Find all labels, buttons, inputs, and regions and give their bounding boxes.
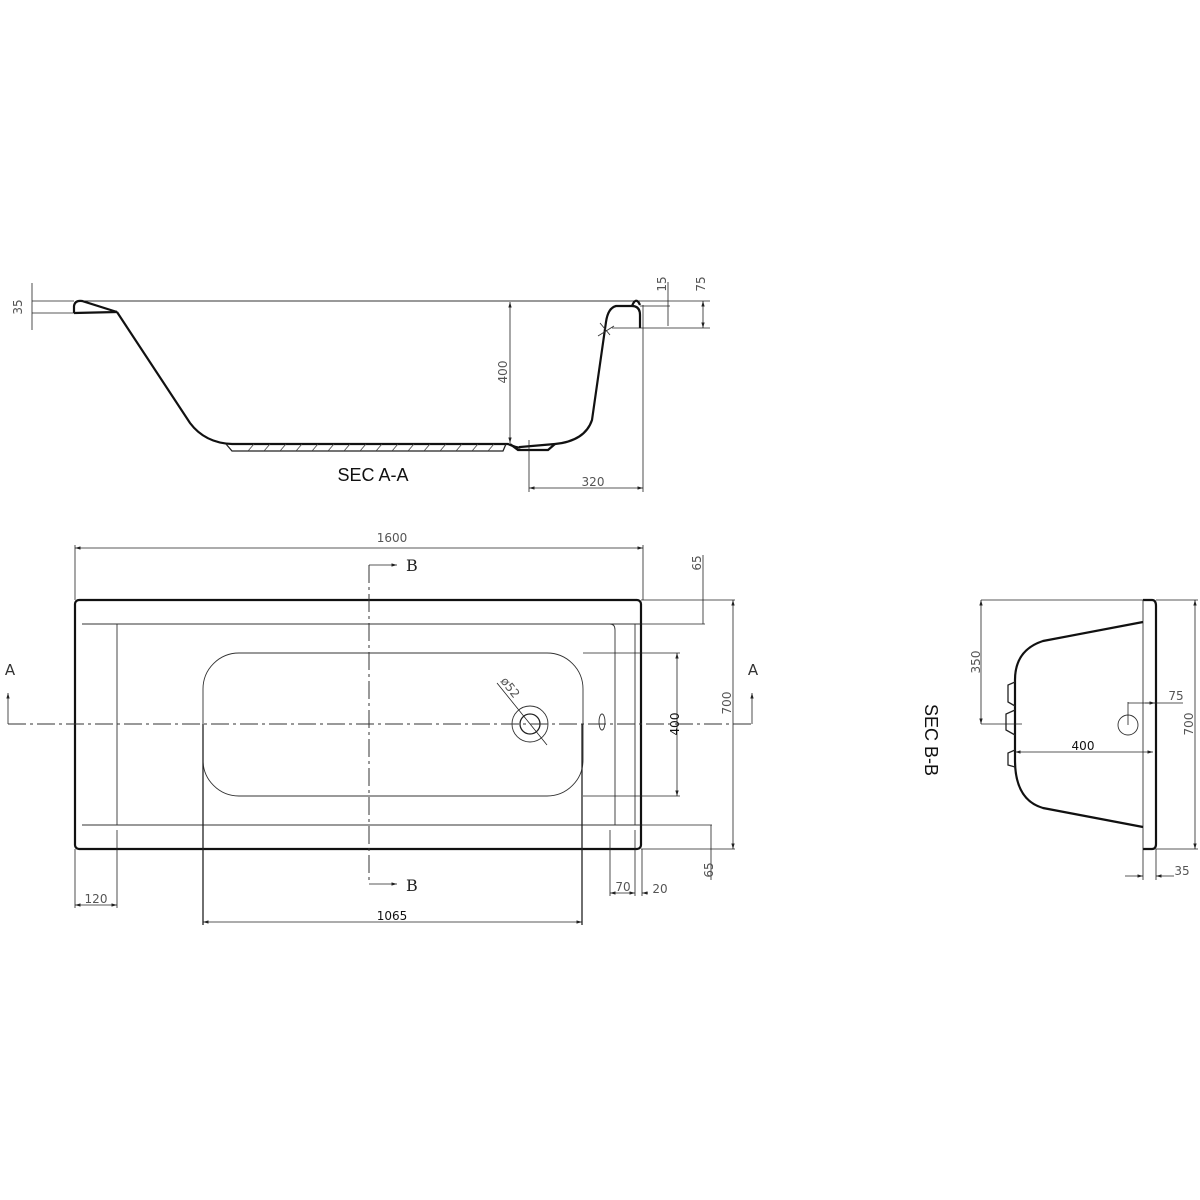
section-b-b-view: 350 400 75 700 35 SEC B-B — [921, 598, 1198, 880]
dim-overall-width: 700 — [720, 692, 734, 715]
section-a-label: SEC A-A — [337, 465, 408, 485]
dim-right-rim-outer: 20 — [652, 882, 667, 896]
foot-1 — [1007, 681, 1016, 707]
foot-2 — [1005, 709, 1016, 736]
dim-rim-bottom-width: 65 — [702, 862, 716, 877]
dim-overflow-offset: 75 — [1168, 689, 1183, 703]
section-a-a-view: 35 400 15 75 320 SEC A-A — [11, 276, 710, 492]
section-marker-a-right: A — [748, 661, 759, 679]
dim-waste-diameter: ø52 — [498, 674, 523, 700]
section-marker-b-top: B — [406, 556, 418, 575]
section-marker-b-bottom: B — [406, 876, 418, 895]
dim-overflow-height: 75 — [694, 276, 708, 291]
dim-rim-top-width: 65 — [690, 555, 704, 570]
dim-overall-length: 1600 — [377, 531, 408, 545]
waste-outlet — [509, 443, 556, 452]
section-marker-a-left: A — [5, 661, 16, 679]
dim-waste-offset: 320 — [582, 475, 605, 489]
dim-half-width: 350 — [969, 651, 983, 674]
dim-right-rim-inner: 70 — [615, 880, 630, 894]
inner-rim-right-a — [609, 623, 616, 825]
dim-rim-thickness-b: 35 — [1174, 864, 1189, 878]
dim-basin-width: 400 — [668, 713, 682, 736]
dim-depth: 400 — [496, 361, 510, 384]
dim-overall-width-b: 700 — [1182, 713, 1196, 736]
dim-basin-length: 1065 — [377, 909, 408, 923]
right-rim-lip — [630, 299, 642, 307]
section-b-label: SEC B-B — [921, 704, 941, 776]
dim-rim-top: 15 — [655, 276, 669, 291]
waste-dia-leader — [496, 682, 548, 746]
tub-profile-b — [1013, 620, 1144, 829]
base-pad-hatch — [225, 443, 507, 452]
plan-view: ø52 A A B B 1600 65 700 400 — [5, 531, 759, 925]
dim-depth-b: 400 — [1072, 739, 1095, 753]
overflow-hole — [598, 713, 606, 731]
dim-left-rim: 120 — [85, 892, 108, 906]
rim-plate — [1143, 598, 1158, 851]
tub-profile — [116, 304, 642, 449]
dim-rim-thickness: 35 — [11, 299, 25, 314]
foot-3 — [1007, 749, 1016, 768]
left-rim-profile — [72, 299, 118, 315]
overflow-marker — [597, 325, 615, 337]
